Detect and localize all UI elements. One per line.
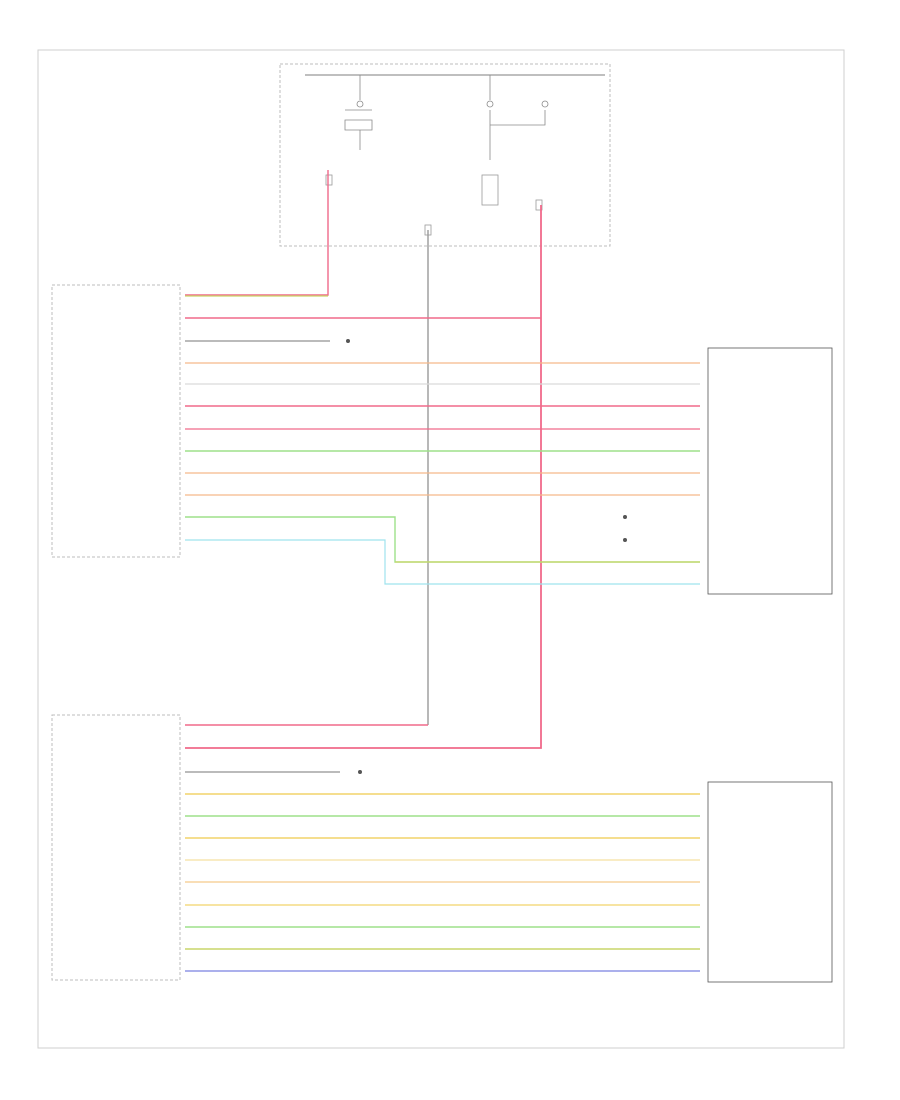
driver-wire-10 — [185, 539, 700, 585]
driver-wire-group — [185, 340, 700, 585]
passenger-wire-group — [185, 771, 700, 972]
relay-right — [486, 75, 549, 160]
passenger-module-right — [707, 781, 833, 983]
connector-dot-1 — [623, 515, 627, 519]
relay-left — [344, 75, 373, 150]
diagram-border — [37, 49, 845, 1049]
feed-wire-right — [185, 205, 542, 749]
junction-box-top — [279, 63, 611, 247]
passenger-module-left — [51, 714, 181, 981]
fuse-group — [325, 174, 543, 236]
connector-dot-2 — [623, 538, 627, 542]
driver-module-right — [707, 347, 833, 595]
feed-wire-left — [185, 170, 329, 296]
ground-dot-passenger — [358, 770, 362, 774]
ground-dot-driver — [346, 339, 350, 343]
driver-module-left — [51, 284, 181, 558]
